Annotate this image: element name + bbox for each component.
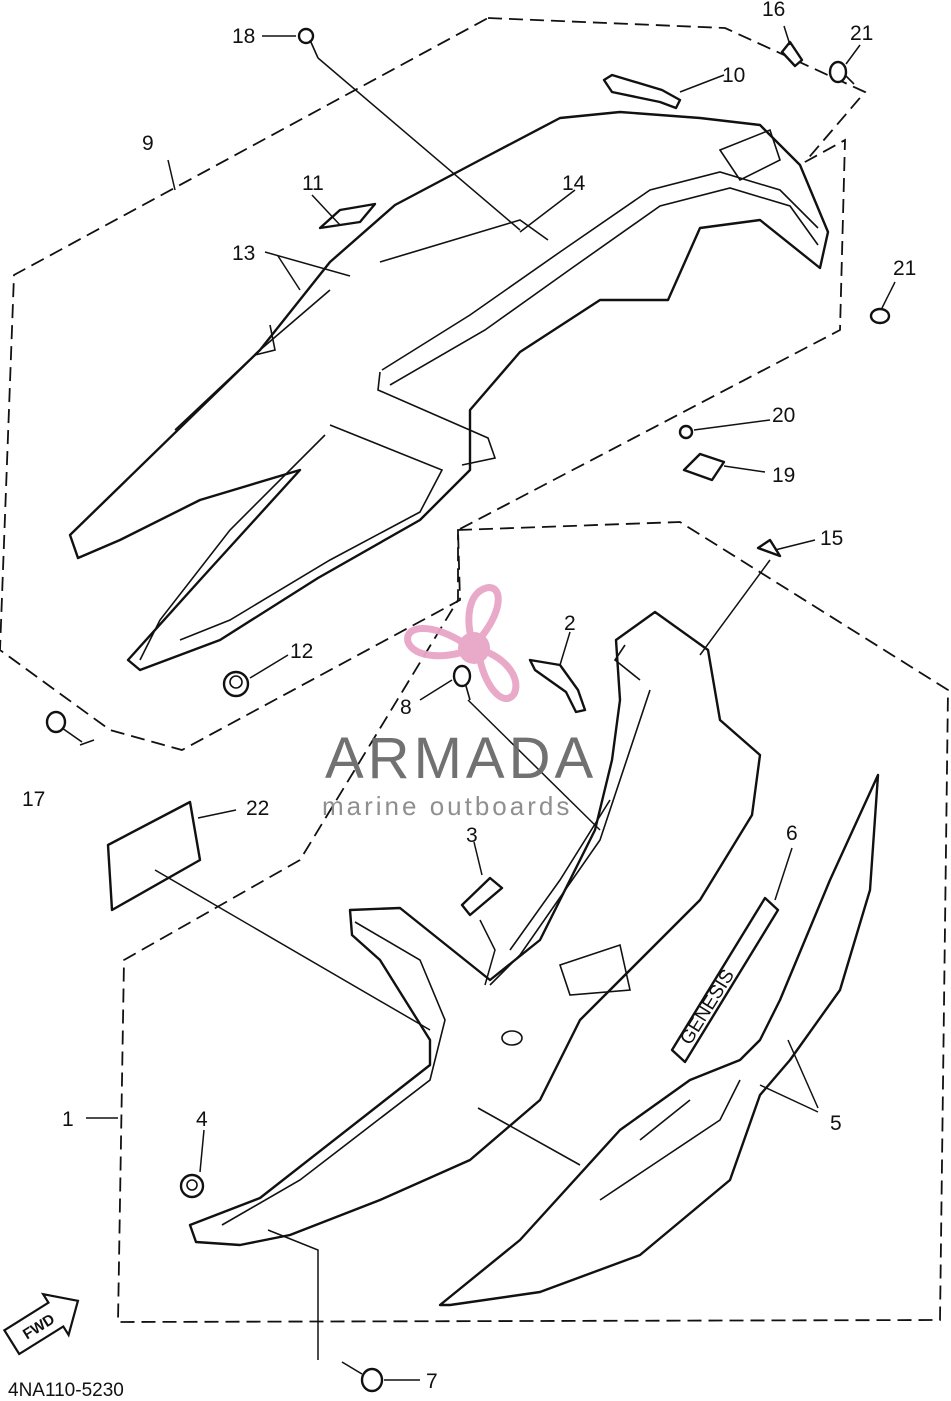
callout-2: 2 [564,612,576,635]
callout-21-top: 21 [850,22,873,45]
part-10-stripe [602,73,682,110]
lower-side-panel-part [438,773,880,1307]
callout-13: 13 [232,242,255,265]
part-20-screw [678,424,694,440]
callout-9: 9 [142,132,154,155]
diagram-code: 4NA110-5230 [8,1380,124,1401]
callout-22: 22 [246,797,269,820]
callout-11: 11 [302,172,324,195]
callout-4: 4 [196,1108,208,1131]
callout-10: 10 [722,64,745,87]
callout-3: 3 [466,824,478,847]
part-4-nut [179,1173,205,1199]
callout-14: 14 [562,172,586,195]
leader-lines [79,25,896,1381]
part-16-tag [780,40,804,68]
callout-7: 7 [426,1370,438,1393]
emblem-text: GENESIS [676,966,739,1049]
part-21-grommet-right [869,307,891,325]
callout-20: 20 [772,404,795,427]
callout-18: 18 [232,25,255,48]
callout-8: 8 [400,696,412,719]
callout-1: 1 [62,1108,74,1131]
callout-6: 6 [786,822,798,845]
forward-arrow-icon: FWD [2,1292,80,1356]
part-17-bolt [45,710,83,743]
callout-labels: 18 16 21 10 9 11 14 13 21 20 19 15 2 12 … [22,0,916,1393]
callout-21-right: 21 [893,257,916,280]
watermark-title: ARMADA [325,726,597,791]
part-3-clip [460,876,504,917]
part-11-plate [318,202,377,230]
lower-assembly-boundary [117,521,949,1323]
callout-19: 19 [772,464,795,487]
callout-12: 12 [290,640,313,663]
callout-15: 15 [820,527,843,550]
watermark: ARMADA marine outboards [322,584,597,821]
callout-5: 5 [830,1112,842,1135]
part-8-screw [452,664,472,701]
part-22-sheet [106,800,202,912]
part-18-screw [297,27,319,59]
watermark-subtitle: marine outboards [322,791,572,821]
part-15-tag [756,538,782,558]
upper-assembly-boundary [0,17,867,751]
part-12-damper [222,670,250,698]
rear-cover-part [68,110,830,672]
side-cover-part [188,610,762,1247]
part-21-grommet-top [828,60,855,85]
part-2-stay [528,658,587,714]
propeller-logo-icon [404,584,520,702]
callout-17: 17 [22,788,45,811]
callout-16: 16 [762,0,785,21]
part-7-bolt [341,1361,384,1393]
part-19-clip [682,452,726,482]
